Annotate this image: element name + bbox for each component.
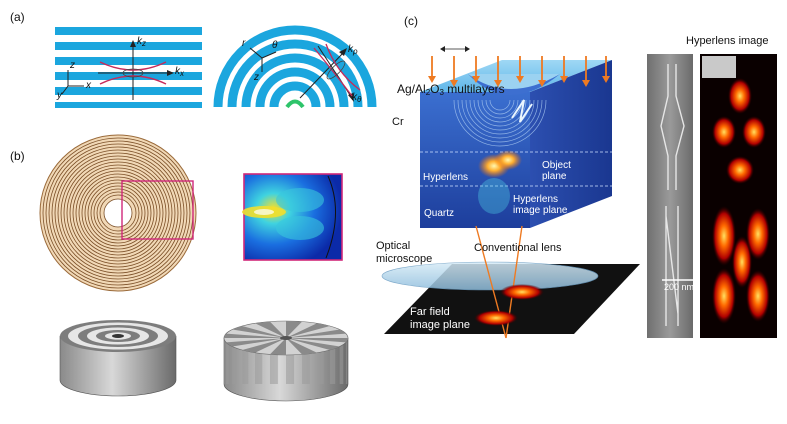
axis-krho-label: kρ bbox=[348, 44, 358, 56]
multilayers-post: multilayers bbox=[443, 82, 505, 96]
axis-kz-label: kz bbox=[137, 36, 146, 48]
axis-krho-k: k bbox=[348, 44, 353, 55]
hyperlens-image-plane-line2: image plane bbox=[513, 205, 568, 216]
multilayers-pre: Ag/Al bbox=[397, 82, 426, 96]
coord-z-label: z bbox=[70, 60, 75, 71]
panel-a-planar-multilayer bbox=[55, 27, 202, 108]
hyperlens-image-plane-line1: Hyperlens bbox=[513, 194, 559, 205]
multilayers-sub1: 2 bbox=[425, 88, 431, 97]
incident-arrow-head bbox=[538, 80, 546, 87]
coord-x-label: x bbox=[86, 80, 91, 91]
axis-kz-sub: z bbox=[142, 39, 146, 48]
panel-a-cylindrical-multilayer bbox=[213, 25, 377, 109]
hyperlens-image bbox=[700, 54, 777, 338]
object-plane-line1: Object bbox=[542, 160, 571, 171]
incident-arrow-head bbox=[494, 80, 502, 87]
incident-arrow-head bbox=[560, 76, 568, 83]
incident-arrow-head bbox=[516, 76, 524, 83]
panel-c-incident-arrows bbox=[428, 56, 610, 87]
multilayers-label: Ag/Al2O3 multilayers bbox=[397, 82, 505, 97]
sem-image bbox=[647, 54, 700, 338]
axis-kx-label: kx bbox=[175, 66, 184, 78]
scan-direction-arrow bbox=[440, 46, 470, 52]
far-field-line2: image plane bbox=[410, 319, 470, 331]
axis-ktheta-k: k bbox=[352, 92, 357, 103]
incident-arrow-head bbox=[472, 76, 480, 83]
axis-kx-k: k bbox=[175, 66, 180, 77]
axis-ktheta-sub: θ bbox=[357, 95, 362, 104]
panel-b-concentric-cylinder bbox=[59, 320, 177, 397]
incident-arrow-head bbox=[582, 80, 590, 87]
incident-arrow-head bbox=[428, 76, 436, 83]
panel-b-letter: (b) bbox=[10, 149, 25, 163]
optical-microscope-line1: Optical bbox=[376, 240, 411, 252]
object-plane-line2: plane bbox=[542, 171, 567, 182]
hyperlens-label: Hyperlens bbox=[423, 172, 469, 183]
axis-krho-sub: ρ bbox=[353, 47, 358, 56]
coord-y-label: y bbox=[57, 90, 62, 101]
coord-z2-label: z bbox=[254, 72, 259, 83]
incident-arrow-head bbox=[450, 80, 458, 87]
multilayers-mid: O bbox=[430, 82, 440, 96]
conventional-lens-label: Conventional lens bbox=[474, 242, 562, 254]
far-field-line1: Far field bbox=[410, 306, 450, 318]
quartz-label: Quartz bbox=[424, 208, 455, 219]
coord-r-label: r bbox=[242, 38, 246, 49]
incident-arrow-head bbox=[602, 76, 610, 83]
hyperlens-image-title: Hyperlens image bbox=[686, 35, 769, 47]
axis-kz-k: k bbox=[137, 36, 142, 47]
panel-b-sector-cylinder bbox=[223, 320, 349, 402]
axis-kx-sub: x bbox=[180, 69, 184, 78]
scale-bar-label: 200 nm bbox=[664, 282, 695, 292]
panel-b-concentric-disk bbox=[39, 134, 197, 292]
axis-ktheta-label: kθ bbox=[352, 92, 361, 104]
coord-theta-label: θ bbox=[272, 40, 278, 51]
panel-b-field-plot bbox=[242, 173, 343, 261]
panel-a-letter: (a) bbox=[10, 10, 25, 24]
cr-label: Cr bbox=[392, 116, 404, 128]
multilayers-sub2: 3 bbox=[439, 88, 444, 97]
panel-c-far-field-optics bbox=[381, 225, 640, 339]
optical-microscope-line2: microscope bbox=[376, 253, 433, 265]
panel-c-letter: (c) bbox=[404, 14, 418, 28]
